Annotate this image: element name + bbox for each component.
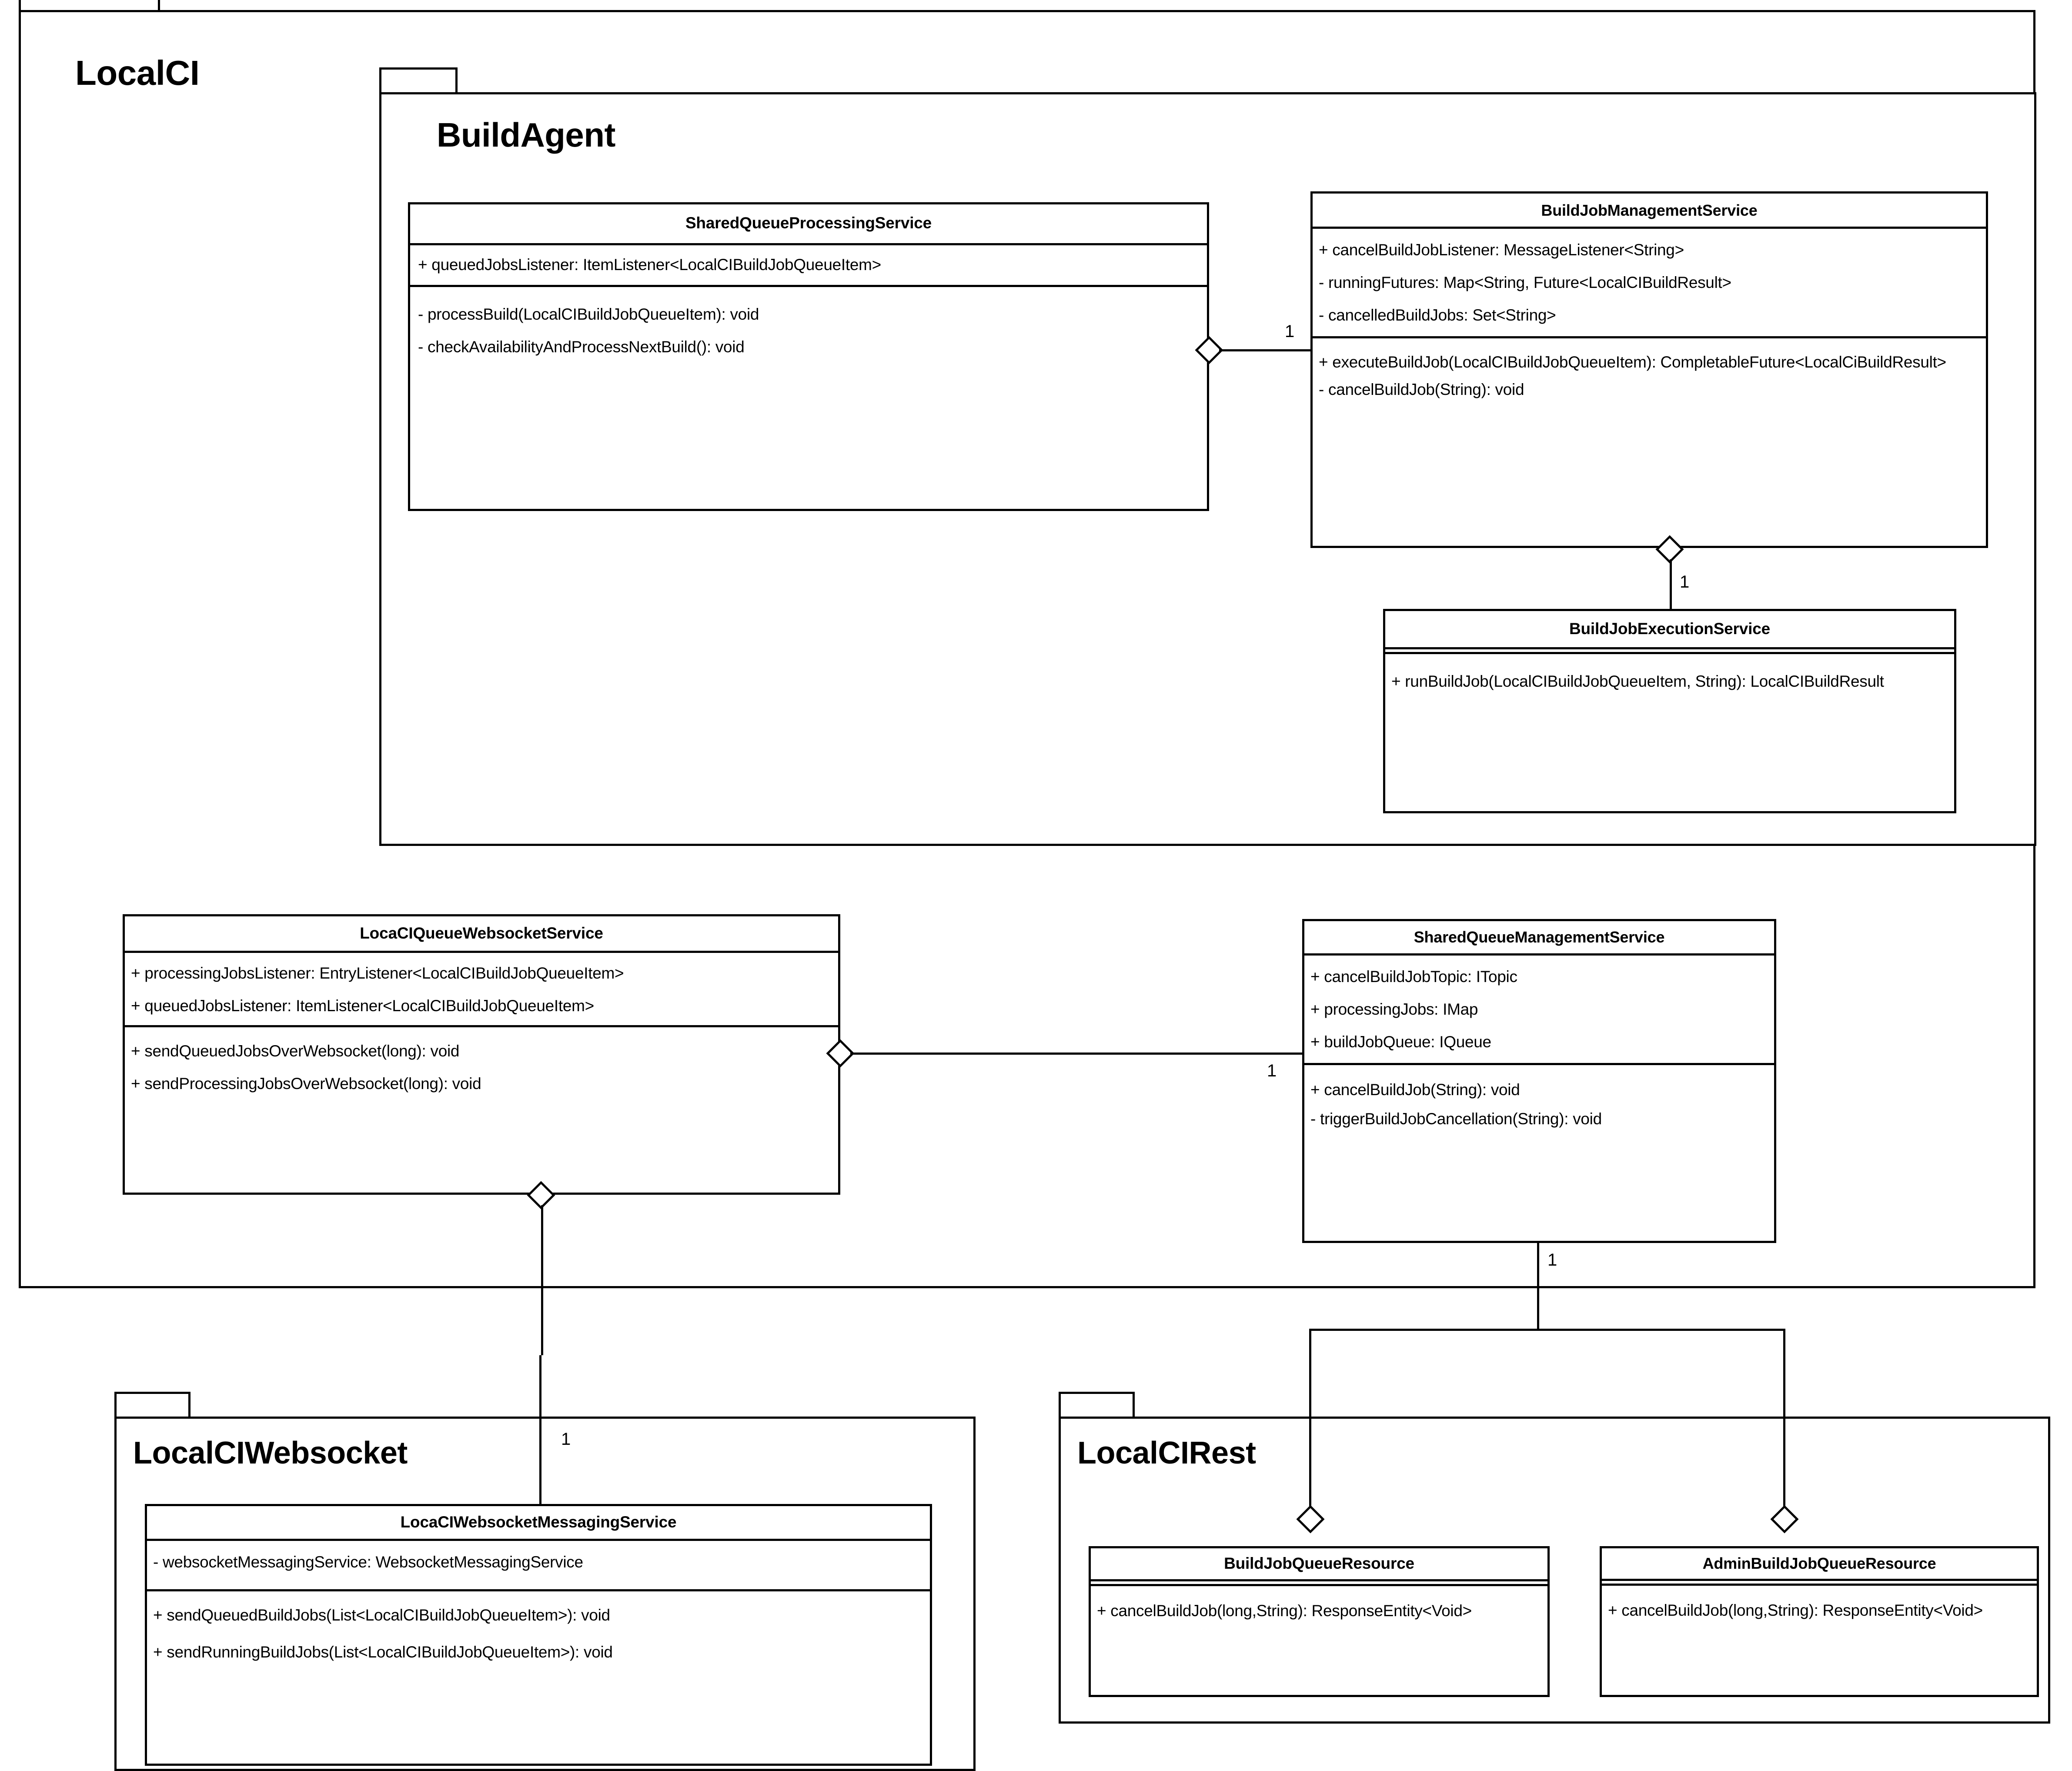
- class-loca-ci-queue-websocket-service: LocaCIQueueWebsocketService + processing…: [123, 914, 840, 1195]
- class-operation: + sendRunningBuildJobs(List<LocalCIBuild…: [153, 1643, 613, 1661]
- class-attribute: + processingJobsListener: EntryListener<…: [131, 964, 624, 982]
- class-attribute: + cancelBuildJobListener: MessageListene…: [1319, 241, 1684, 259]
- class-title: BuildJobQueueResource: [1091, 1548, 1547, 1581]
- package-localci-title: LocalCI: [75, 53, 200, 92]
- class-operations-compartment: + cancelBuildJob(String): void - trigger…: [1304, 1065, 1774, 1241]
- class-operation: + cancelBuildJob(String): void: [1310, 1081, 1520, 1099]
- class-build-job-execution-service: BuildJobExecutionService + runBuildJob(L…: [1383, 609, 1956, 813]
- multiplicity-label-sqps-bjms: 1: [1285, 322, 1295, 341]
- class-attributes-compartment: [1385, 649, 1954, 654]
- class-attribute: + cancelBuildJobTopic: ITopic: [1310, 967, 1517, 986]
- class-build-job-queue-resource: BuildJobQueueResource + cancelBuildJob(l…: [1089, 1546, 1550, 1697]
- class-attribute: - cancelledBuildJobs: Set<String>: [1319, 306, 1556, 324]
- class-attribute: + buildJobQueue: IQueue: [1310, 1033, 1491, 1051]
- class-attributes-compartment: - websocketMessagingService: WebsocketMe…: [147, 1541, 930, 1591]
- association-line-sqms-rest-trunk: [1537, 1243, 1539, 1330]
- association-line-sqms-bjqr: [1309, 1329, 1311, 1520]
- class-attributes-compartment: + cancelBuildJobListener: MessageListene…: [1313, 229, 1986, 339]
- class-operation: + sendQueuedJobsOverWebsocket(long): voi…: [131, 1042, 460, 1060]
- association-line-lcqws-sqms: [850, 1053, 1304, 1055]
- class-operation: + sendQueuedBuildJobs(List<LocalCIBuildJ…: [153, 1606, 610, 1624]
- class-operation: + runBuildJob(LocalCIBuildJobQueueItem, …: [1391, 672, 1884, 690]
- class-operation: - triggerBuildJobCancellation(String): v…: [1310, 1110, 1602, 1128]
- package-buildagent-title: BuildAgent: [437, 116, 615, 154]
- class-attributes-compartment: [1091, 1581, 1547, 1586]
- package-buildagent-tab: [379, 67, 458, 94]
- class-operation: - processBuild(LocalCIBuildJobQueueItem)…: [418, 305, 759, 323]
- multiplicity-label-lcqws-lcwms: 1: [561, 1430, 571, 1449]
- association-line-sqps-bjms: [1219, 349, 1311, 351]
- class-operation: - checkAvailabilityAndProcessNextBuild()…: [418, 338, 745, 356]
- class-build-job-management-service: BuildJobManagementService + cancelBuildJ…: [1310, 191, 1988, 548]
- class-operations-compartment: - processBuild(LocalCIBuildJobQueueItem)…: [410, 287, 1207, 509]
- class-operations-compartment: + sendQueuedBuildJobs(List<LocalCIBuildJ…: [147, 1591, 930, 1764]
- class-operation: + executeBuildJob(LocalCIBuildJobQueueIt…: [1319, 353, 1946, 371]
- class-attributes-compartment: + cancelBuildJobTopic: ITopic + processi…: [1304, 956, 1774, 1066]
- class-attribute: + queuedJobsListener: ItemListener<Local…: [418, 255, 881, 274]
- class-operation: + cancelBuildJob(long,String): ResponseE…: [1608, 1601, 1983, 1619]
- package-localcirest-tab: [1059, 1392, 1135, 1419]
- class-operations-compartment: + sendQueuedJobsOverWebsocket(long): voi…: [125, 1027, 838, 1193]
- class-shared-queue-management-service: SharedQueueManagementService + cancelBui…: [1302, 919, 1776, 1243]
- class-loca-ci-websocket-messaging-service: LocaCIWebsocketMessagingService - websoc…: [145, 1504, 932, 1766]
- class-operations-compartment: + cancelBuildJob(long,String): ResponseE…: [1091, 1586, 1547, 1695]
- association-line-sqms-rest-branch: [1309, 1329, 1785, 1331]
- class-operations-compartment: + cancelBuildJob(long,String): ResponseE…: [1602, 1586, 2037, 1695]
- class-shared-queue-processing-service: SharedQueueProcessingService + queuedJob…: [408, 202, 1209, 511]
- association-line-lcqws-lcwms-upper: [541, 1205, 543, 1355]
- class-title: AdminBuildJobQueueResource: [1602, 1548, 2037, 1581]
- association-line-sqms-abjqr: [1783, 1329, 1785, 1520]
- class-operation: - cancelBuildJob(String): void: [1319, 381, 1524, 399]
- class-operation: + sendProcessingJobsOverWebsocket(long):…: [131, 1075, 481, 1093]
- class-attributes-compartment: [1602, 1581, 2037, 1586]
- class-title: BuildJobExecutionService: [1385, 611, 1954, 649]
- class-title: LocaCIWebsocketMessagingService: [147, 1506, 930, 1541]
- class-attribute: + processingJobs: IMap: [1310, 1000, 1478, 1018]
- class-title: LocaCIQueueWebsocketService: [125, 916, 838, 953]
- class-operations-compartment: + runBuildJob(LocalCIBuildJobQueueItem, …: [1385, 654, 1954, 811]
- class-operation: + cancelBuildJob(long,String): ResponseE…: [1097, 1601, 1472, 1620]
- package-localciwebsocket-tab: [114, 1392, 190, 1419]
- class-admin-build-job-queue-resource: AdminBuildJobQueueResource + cancelBuild…: [1600, 1546, 2039, 1697]
- class-attribute: - runningFutures: Map<String, Future<Loc…: [1319, 273, 1731, 291]
- package-localciwebsocket-title: LocalCIWebsocket: [133, 1436, 408, 1470]
- class-title: BuildJobManagementService: [1313, 194, 1986, 229]
- class-attribute: - websocketMessagingService: WebsocketMe…: [153, 1553, 583, 1571]
- class-attributes-compartment: + processingJobsListener: EntryListener<…: [125, 953, 838, 1028]
- multiplicity-label-lcqws-sqms: 1: [1267, 1061, 1277, 1080]
- class-attributes-compartment: + queuedJobsListener: ItemListener<Local…: [410, 245, 1207, 287]
- class-title: SharedQueueProcessingService: [410, 204, 1207, 245]
- class-title: SharedQueueManagementService: [1304, 921, 1774, 956]
- package-localcirest-title: LocalCIRest: [1077, 1436, 1256, 1470]
- package-localci-tab: [19, 0, 160, 10]
- multiplicity-label-bjms-bjes: 1: [1680, 572, 1690, 591]
- class-attribute: + queuedJobsListener: ItemListener<Local…: [131, 996, 594, 1015]
- multiplicity-label-sqms-rest: 1: [1547, 1250, 1557, 1270]
- association-line-lcqws-lcwms-lower: [539, 1355, 541, 1505]
- association-line-bjms-bjes: [1670, 559, 1672, 611]
- class-operations-compartment: + executeBuildJob(LocalCIBuildJobQueueIt…: [1313, 338, 1986, 546]
